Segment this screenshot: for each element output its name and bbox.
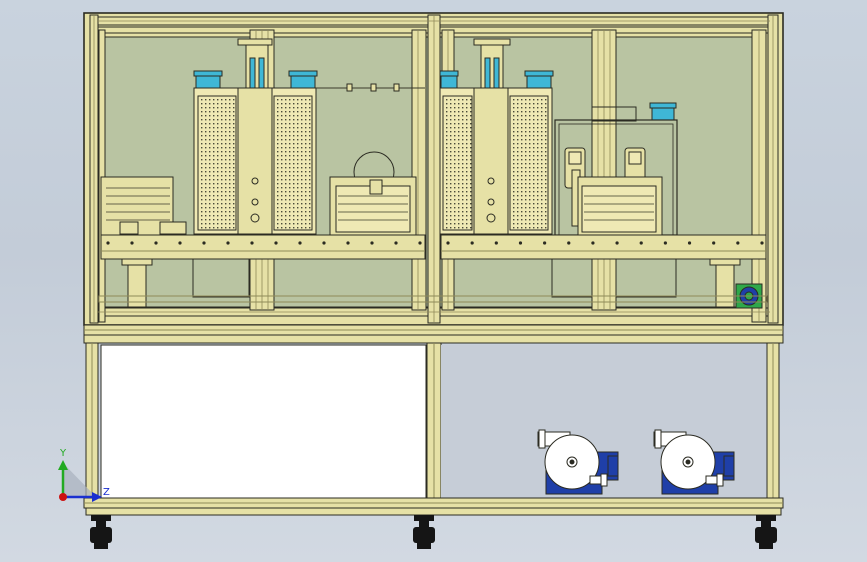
rail-hole: [639, 241, 643, 245]
rail-hole: [370, 241, 374, 245]
left-cylinder-cap: [237, 38, 273, 46]
left-cyan-part-1-top: [193, 70, 223, 77]
rail-hole: [250, 241, 254, 245]
left-cylinder-rod-b: [258, 57, 265, 89]
mesh-dots: [446, 99, 472, 229]
rail-hole: [106, 241, 110, 245]
caster-center: [413, 515, 435, 549]
rail-hole: [518, 241, 523, 245]
rail-hole: [298, 241, 302, 245]
rail-hole: [274, 241, 278, 245]
mesh-dots: [277, 99, 311, 229]
rail-hole: [178, 241, 182, 245]
left-tower-bolt-2: [251, 198, 259, 206]
left-tower-center: [237, 87, 273, 235]
rail-hole: [446, 241, 450, 245]
left-bay-contents: [100, 38, 425, 236]
rail-hole: [687, 241, 692, 245]
caster-right: [755, 515, 777, 549]
left-cylinder: [245, 44, 269, 90]
rail-hole: [760, 241, 764, 245]
rail-hole: [346, 241, 350, 245]
triad-origin: [59, 493, 67, 501]
mesh-dots: [513, 99, 547, 229]
right-tower-center: [473, 87, 509, 235]
left-rail: [100, 234, 426, 260]
rail-hole: [543, 241, 547, 245]
rail-hole: [567, 241, 571, 245]
lower-frame: [83, 324, 784, 516]
rail-hole: [130, 241, 134, 245]
rail-hole: [202, 241, 206, 245]
rail-hole: [322, 241, 326, 245]
rail-hole: [591, 241, 595, 245]
worktable-rails: [98, 234, 768, 308]
rail-hole: [470, 241, 474, 245]
rail-hole: [418, 241, 422, 245]
right-bay-contents: [439, 38, 763, 309]
lower-left-opening: [100, 344, 427, 499]
post-center-a: [411, 29, 427, 311]
caster-left: [90, 515, 112, 549]
pump-1: [537, 429, 619, 495]
axis-triad: Y Z: [58, 448, 110, 502]
right-rail: [440, 234, 767, 260]
z-axis-label: Z: [103, 487, 110, 498]
rail-hole: [394, 241, 398, 245]
mesh-dots: [201, 99, 235, 229]
left-tower-bolt-3: [250, 213, 260, 223]
rail-hole: [712, 241, 716, 245]
post-left-2: [98, 29, 106, 323]
rail-hole: [226, 241, 230, 245]
right-cylinder-cap: [473, 38, 511, 46]
right-cylinder: [480, 44, 504, 90]
pump-2: [653, 429, 735, 495]
rail-hole: [154, 241, 158, 245]
rail-hole: [494, 241, 498, 245]
left-cylinder-rod-a: [249, 57, 256, 89]
upper-enclosure: [83, 12, 784, 326]
left-tower-bolt-1: [251, 177, 259, 185]
rail-holes: [106, 241, 764, 245]
rail-hole: [615, 241, 619, 245]
rail-hole: [736, 241, 740, 245]
left-cyan-part-2-top: [288, 70, 318, 77]
y-axis-label: Y: [59, 448, 67, 459]
rail-hole: [663, 241, 667, 245]
